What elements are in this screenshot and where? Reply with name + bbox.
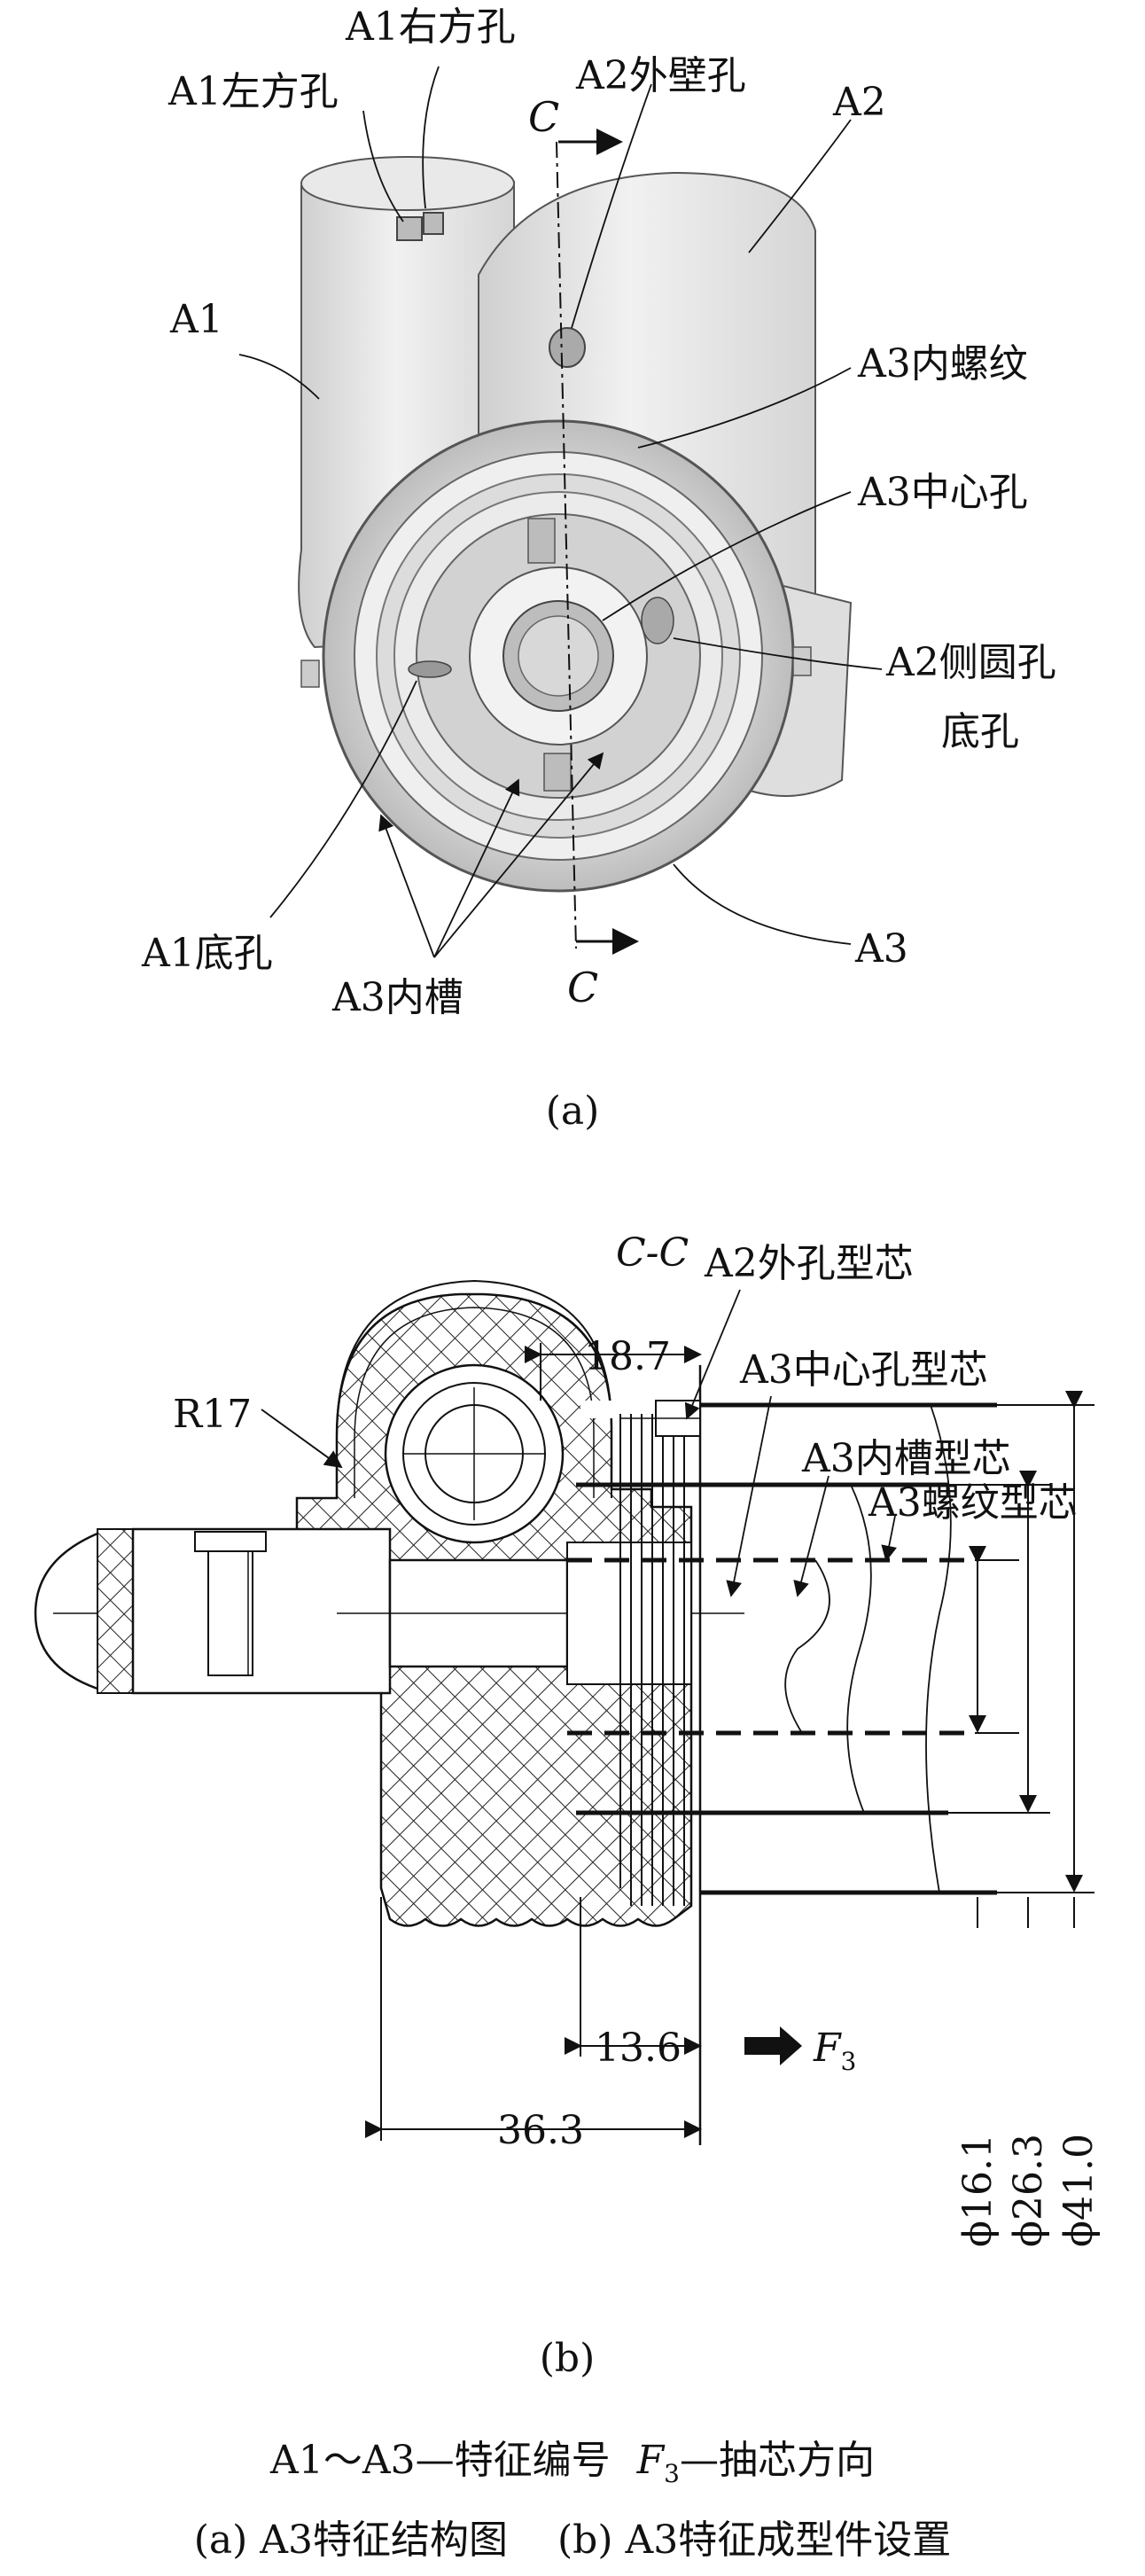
dim-13-6: 13.6 — [595, 2026, 682, 2071]
legend-f: F — [636, 2438, 666, 2483]
legend-core-pull: —抽芯方向 — [680, 2438, 875, 2483]
label-a3: A3 — [854, 926, 908, 972]
label-a1: A1 — [169, 297, 223, 342]
dim-dia-26-3: ϕ26.3 — [1006, 2134, 1051, 2247]
label-r17: R17 — [173, 1392, 252, 1437]
label-a3-groove-core: A3内槽型芯 — [801, 1436, 1011, 1481]
legend-feature-code: A1～A3—特征编号 — [269, 2438, 611, 2483]
legend-line-1: A1～A3—特征编号 F3—抽芯方向 — [269, 2438, 875, 2488]
label-a1-right-hole: A1右方孔 — [345, 4, 516, 50]
figure-a-rendering — [238, 66, 883, 958]
label-a2-outer-hole: A2外壁孔 — [575, 53, 746, 98]
label-a2: A2 — [832, 80, 886, 125]
label-a1-left-hole: A1左方孔 — [167, 69, 339, 114]
label-a2-outer-core: A2外孔型芯 — [704, 1241, 914, 1286]
label-a3-inner-groove: A3内槽 — [331, 975, 463, 1020]
label-a3-inner-thread: A3内螺纹 — [857, 341, 1028, 386]
legend-f-sub: 3 — [664, 2459, 680, 2488]
legend-line-2: (a) A3特征结构图 (b) A3特征成型件设置 — [194, 2517, 952, 2563]
dim-dia-41-0: ϕ41.0 — [1056, 2134, 1102, 2247]
label-section-c-top: C — [528, 93, 559, 141]
label-a1-bottom-hole: A1底孔 — [141, 931, 273, 976]
caption-a: (a) — [546, 1089, 600, 1134]
dim-18-7: 18.7 — [584, 1334, 671, 1379]
thread-teeth — [611, 1414, 685, 1906]
label-a3-thread-core: A3螺纹型芯 — [868, 1480, 1078, 1526]
force-sub: 3 — [841, 2047, 857, 2076]
label-section-c-bottom: C — [567, 964, 598, 1011]
section-title-c-c: C-C — [616, 1230, 689, 1276]
figure-b-section — [34, 1279, 1094, 2145]
dim-36-3: 36.3 — [497, 2108, 584, 2153]
label-a3-center-hole: A3中心孔 — [857, 470, 1028, 515]
dim-dia-16-1: ϕ16.1 — [955, 2134, 1001, 2247]
force-label: F3 — [813, 2026, 856, 2076]
force-f: F — [813, 2026, 842, 2071]
label-a3-center-core: A3中心孔型芯 — [739, 1347, 988, 1393]
caption-b: (b) — [540, 2336, 596, 2381]
label-a2-side-hole-bottom: 底孔 — [941, 709, 1019, 754]
label-a2-side-hole: A2侧圆孔 — [885, 640, 1056, 685]
